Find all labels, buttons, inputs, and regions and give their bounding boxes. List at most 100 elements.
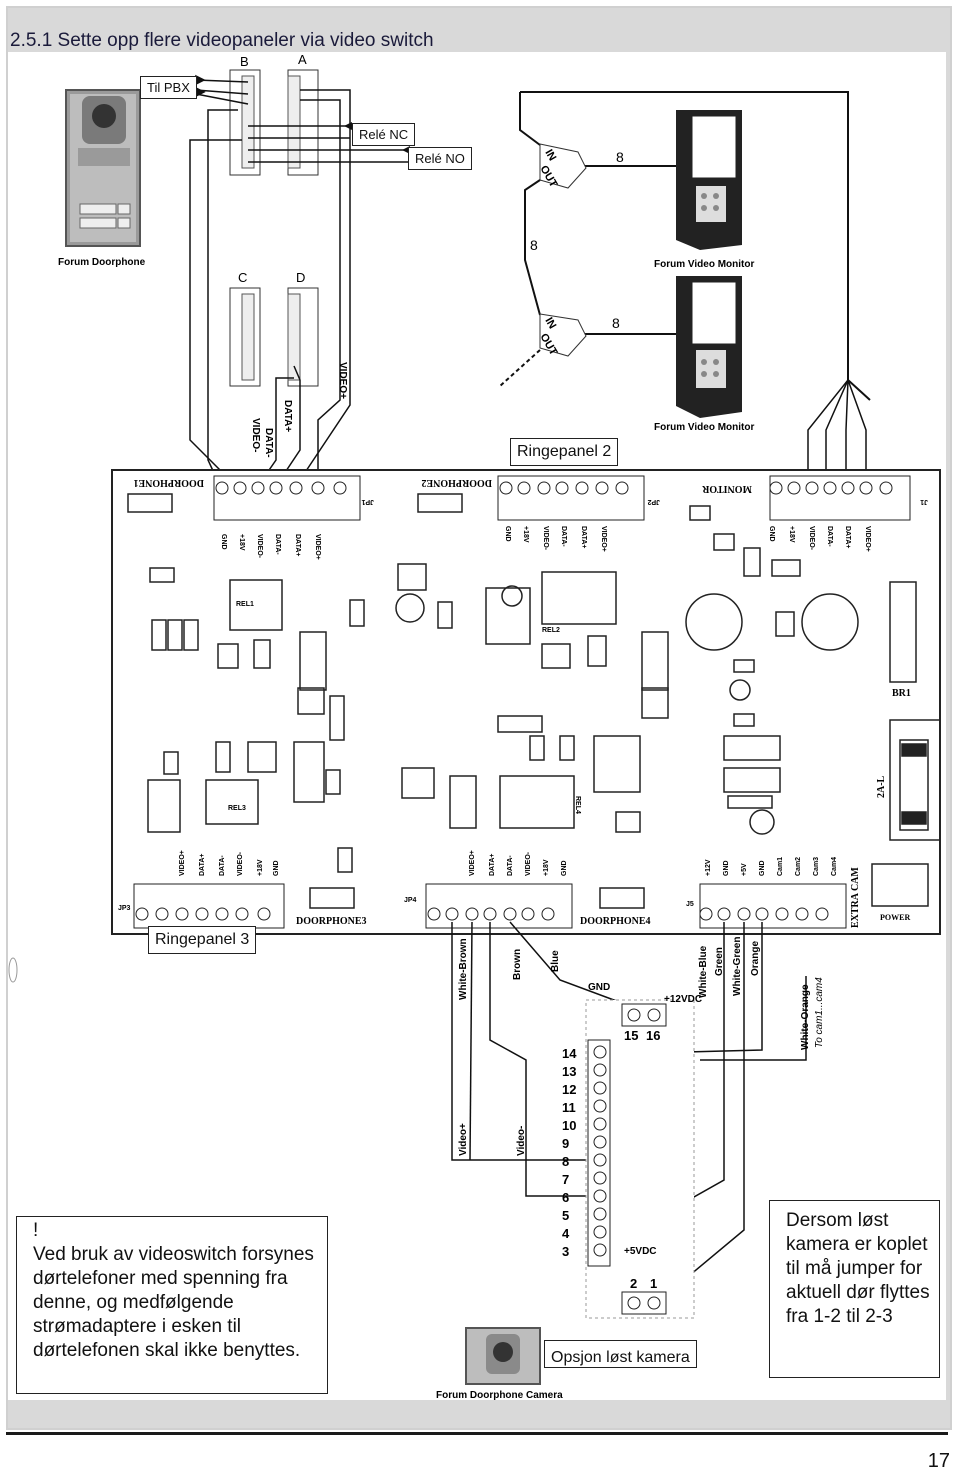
terminal-power-labels: GND +12VDC +5VDC <box>588 982 702 1257</box>
svg-text:2: 2 <box>630 1276 637 1291</box>
jp2-terminal <box>497 475 645 521</box>
board-pin-labels: GND +18V VIDEO- DATA- DATA+ VIDEO+ GND +… <box>118 498 928 912</box>
bottom-band <box>8 1400 946 1426</box>
svg-text:GND: GND <box>273 860 280 876</box>
svg-text:VIDEO-: VIDEO- <box>542 526 549 551</box>
svg-text:DATA+: DATA+ <box>580 526 587 549</box>
svg-text:GND: GND <box>759 860 766 876</box>
svg-text:GND: GND <box>504 526 511 542</box>
svg-text:11: 11 <box>562 1100 576 1115</box>
monitor-fan-wires <box>807 379 867 486</box>
svg-text:4: 4 <box>562 1226 570 1241</box>
svg-text:VIDEO-: VIDEO- <box>250 418 261 452</box>
svg-text:7: 7 <box>562 1172 569 1187</box>
svg-text:14: 14 <box>562 1046 577 1061</box>
svg-text:8: 8 <box>616 149 624 165</box>
connector-a-letter: A <box>298 52 307 67</box>
svg-text:VIDEO-: VIDEO- <box>525 851 532 876</box>
svg-text:13: 13 <box>562 1064 576 1079</box>
note-right-text: Dersom løst kamera er koplet til må jump… <box>786 1210 930 1327</box>
relay-wires <box>248 125 408 163</box>
svg-text:DATA+: DATA+ <box>844 526 851 549</box>
svg-text:+18V: +18V <box>238 534 245 551</box>
svg-text:DATA+: DATA+ <box>199 854 206 877</box>
svg-text:DATA-: DATA- <box>263 428 274 458</box>
note-left-text: Ved bruk av videoswitch forsynes dørtele… <box>33 1244 314 1361</box>
svg-text:J5: J5 <box>686 901 694 908</box>
svg-text:VIDEO+: VIDEO+ <box>469 850 476 876</box>
svg-text:VIDEO+: VIDEO+ <box>600 526 607 552</box>
connector-b <box>229 69 261 176</box>
svg-text:DATA-: DATA- <box>826 526 833 547</box>
svg-text:9: 9 <box>562 1136 569 1151</box>
opsjon-label: Opsjon løst kamera <box>544 1340 697 1368</box>
svg-text:Video-: Video- <box>516 1126 527 1156</box>
svg-text:DATA+: DATA+ <box>489 854 496 877</box>
svg-text:IN: IN <box>542 316 558 332</box>
terminal-pin-numbers: 14 13 12 11 10 9 8 7 6 5 4 3 15 16 2 1 <box>562 1028 660 1291</box>
svg-text:VIDEO+: VIDEO+ <box>337 362 348 399</box>
svg-text:Green: Green <box>714 947 725 976</box>
svg-text:EXTRA CAM: EXTRA CAM <box>850 867 861 928</box>
svg-text:GND: GND <box>588 982 610 993</box>
svg-text:GND: GND <box>768 526 775 542</box>
connector-d-letter: D <box>296 270 305 285</box>
svg-text:JP3: JP3 <box>118 905 131 912</box>
svg-text:8: 8 <box>562 1154 569 1169</box>
svg-text:White-Orange: White-Orange <box>800 984 811 1050</box>
svg-text:Brown: Brown <box>512 949 523 980</box>
svg-text:White-Green: White-Green <box>732 937 743 996</box>
svg-text:1: 1 <box>650 1276 657 1291</box>
til-pbx-label: Til PBX <box>140 76 197 99</box>
svg-text:BR1: BR1 <box>892 688 911 699</box>
svg-text:DATA+: DATA+ <box>282 400 293 432</box>
connector-c-letter: C <box>238 270 247 285</box>
svg-text:DATA-: DATA- <box>219 855 226 876</box>
pbx-wires <box>195 74 249 105</box>
svg-text:+12VDC: +12VDC <box>664 994 702 1005</box>
svg-text:JP1: JP1 <box>361 498 374 505</box>
svg-text:GND: GND <box>220 534 227 550</box>
svg-text:+18V: +18V <box>543 859 550 876</box>
svg-text:To cam1...cam4: To cam1...cam4 <box>814 977 825 1048</box>
svg-text:16: 16 <box>646 1028 660 1043</box>
main-board <box>111 469 941 935</box>
svg-text:6: 6 <box>562 1190 569 1205</box>
svg-text:REL1: REL1 <box>236 601 254 608</box>
svg-text:J1: J1 <box>920 498 928 505</box>
rele-no-label: Relé NO <box>408 147 472 170</box>
doorphone-label: Forum Doorphone <box>58 257 146 268</box>
doorphone-device <box>65 89 141 247</box>
svg-text:Orange: Orange <box>750 941 761 976</box>
rele-nc-arrow <box>344 122 352 130</box>
svg-text:8: 8 <box>530 237 538 253</box>
page-number: 17 <box>927 1450 950 1472</box>
connector-d <box>287 287 319 387</box>
svg-text:JP2: JP2 <box>647 498 660 505</box>
camera-terminal <box>585 999 695 1319</box>
svg-text:8: 8 <box>612 315 620 331</box>
ringepanel-2-label: Ringepanel 2 <box>510 438 619 466</box>
svg-text:White-Blue: White-Blue <box>698 945 709 998</box>
video-monitor-1-label: Forum Video Monitor <box>654 259 754 270</box>
note-left: ! Ved bruk av videoswitch forsynes dørte… <box>16 1216 328 1394</box>
jp3-terminal <box>133 883 285 929</box>
cable-count-labels: 8 8 8 <box>530 149 624 331</box>
svg-text:VIDEO-: VIDEO- <box>256 534 263 559</box>
svg-text:IN: IN <box>542 148 558 164</box>
svg-text:5: 5 <box>562 1208 569 1223</box>
page-edge-mark <box>8 957 18 983</box>
svg-text:Blue: Blue <box>550 950 561 972</box>
svg-text:Cam3: Cam3 <box>813 857 820 876</box>
svg-text:+5VDC: +5VDC <box>624 1246 657 1257</box>
wire-labels-top: VIDEO- DATA- DATA+ VIDEO+ <box>250 362 348 458</box>
svg-text:+5V: +5V <box>741 863 748 876</box>
jp4-terminal <box>425 883 573 929</box>
doorphone-camera-label: Forum Doorphone Camera <box>436 1390 563 1401</box>
jp1-terminal <box>213 475 361 521</box>
svg-text:VIDEO+: VIDEO+ <box>179 850 186 876</box>
svg-text:DOORPHONE2: DOORPHONE2 <box>421 477 492 488</box>
svg-text:REL4: REL4 <box>574 796 581 814</box>
svg-text:VIDEO-: VIDEO- <box>237 851 244 876</box>
splitter-2 <box>539 313 587 357</box>
